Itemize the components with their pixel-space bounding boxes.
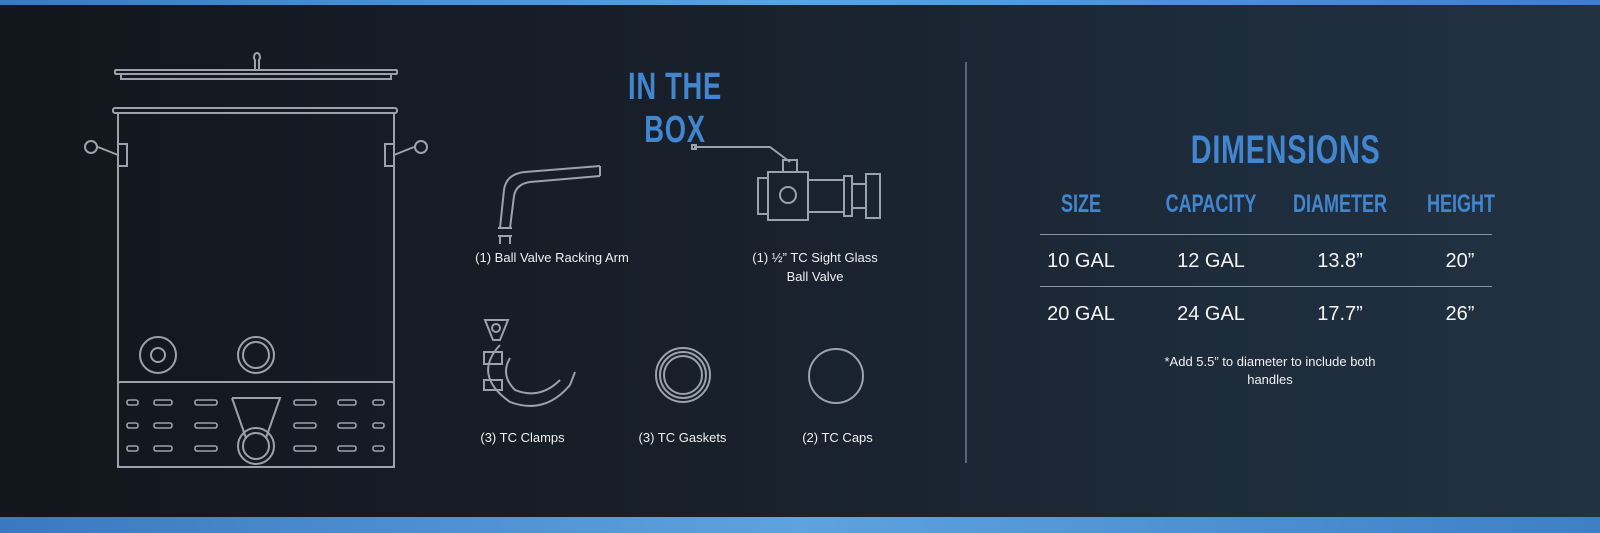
item-label-racking-arm: (1) Ball Valve Racking Arm bbox=[475, 250, 629, 265]
top-accent-bar bbox=[0, 0, 1600, 5]
column-header-diameter: DIAMETER bbox=[1292, 190, 1388, 218]
column-header-capacity: CAPACITY bbox=[1165, 190, 1257, 218]
cell-size: 10 GAL bbox=[1047, 250, 1115, 272]
in-the-box-title: IN THE BOX bbox=[627, 66, 723, 151]
bottom-accent-bar bbox=[0, 517, 1600, 533]
cell-capacity: 12 GAL bbox=[1177, 250, 1245, 272]
cell-diameter: 17.7” bbox=[1317, 303, 1363, 325]
racking-arm-icon bbox=[498, 165, 601, 244]
ball-valve-icon bbox=[691, 144, 881, 221]
table-rule bbox=[1040, 234, 1492, 235]
cell-capacity: 24 GAL bbox=[1177, 303, 1245, 325]
column-header-height: HEIGHT bbox=[1426, 190, 1495, 218]
dimensions-title: DIMENSIONS bbox=[1190, 128, 1381, 172]
tc-cap-icon bbox=[808, 348, 864, 404]
dimensions-footnote: *Add 5.5” to diameter to include both ha… bbox=[1164, 354, 1376, 387]
column-header-size: SIZE bbox=[1060, 190, 1102, 218]
item-label-line2: Ball Valve bbox=[786, 269, 844, 284]
tc-clamp-icon bbox=[483, 319, 576, 407]
item-label-tc-gaskets: (3) TC Gaskets bbox=[638, 430, 727, 445]
kettle-illustration bbox=[84, 52, 428, 468]
item-label-tc-caps: (2) TC Caps bbox=[802, 430, 873, 445]
tc-gasket-icon bbox=[655, 347, 711, 403]
table-rule bbox=[1040, 286, 1492, 287]
cell-diameter: 13.8” bbox=[1317, 250, 1363, 272]
cell-height: 20” bbox=[1445, 250, 1475, 272]
item-label-tc-clamps: (3) TC Clamps bbox=[480, 430, 565, 445]
cell-size: 20 GAL bbox=[1047, 303, 1115, 325]
section-divider bbox=[965, 62, 967, 463]
cell-height: 26” bbox=[1445, 303, 1475, 325]
item-label-line1: (1) ½” TC Sight Glass bbox=[752, 250, 878, 265]
